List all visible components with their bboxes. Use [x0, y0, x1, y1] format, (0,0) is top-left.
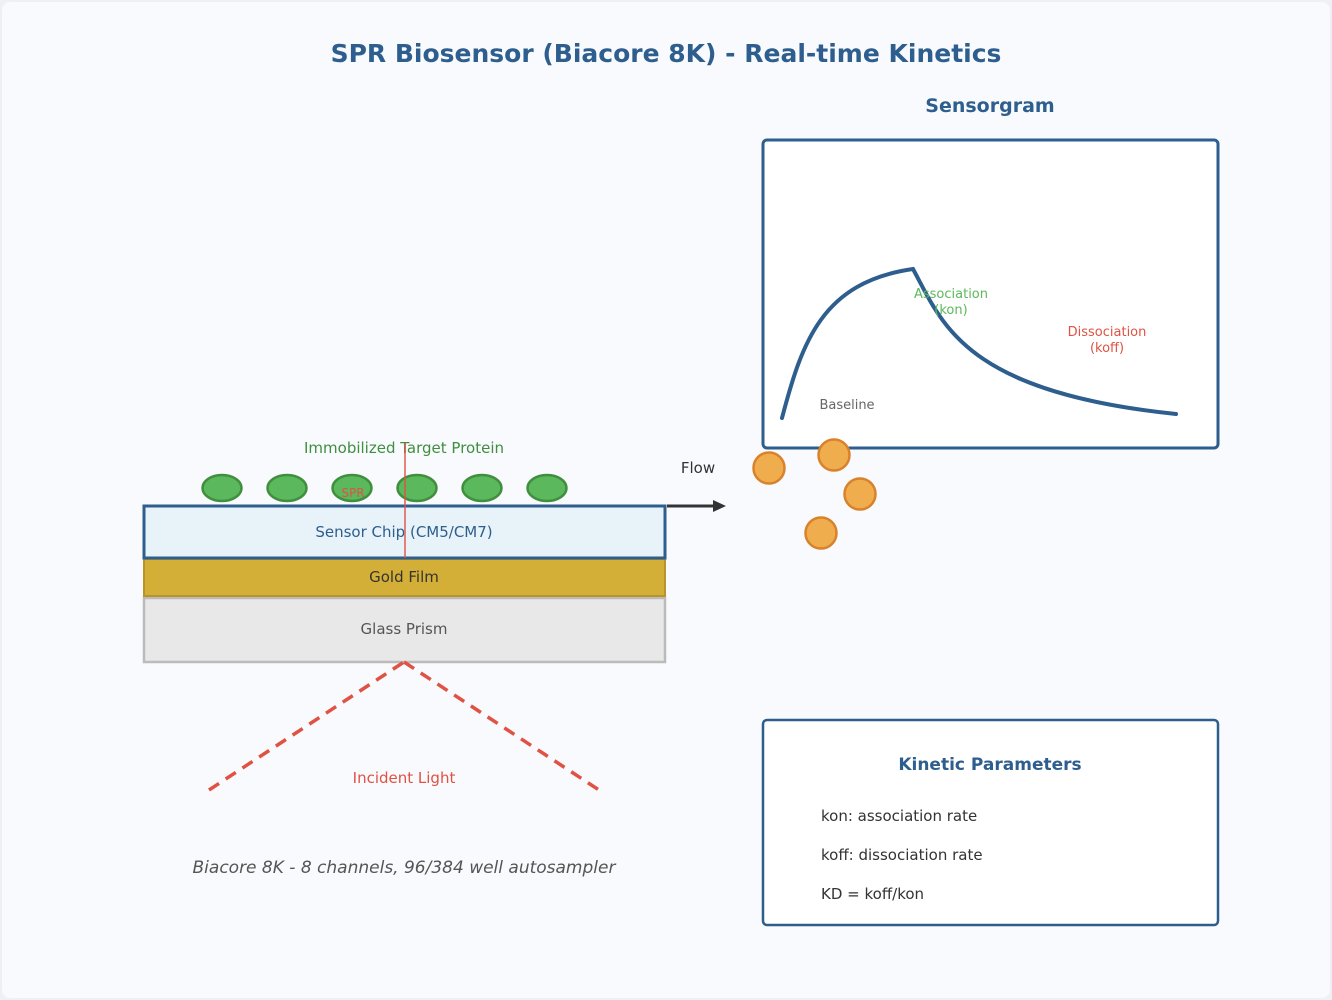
baseline-label: Baseline	[819, 398, 874, 413]
kinetic-parameter-item: KD = koff/kon	[821, 885, 924, 903]
page-title: SPR Biosensor (Biacore 8K) - Real-time K…	[331, 39, 1002, 68]
kinetic-parameters-heading: Kinetic Parameters	[898, 755, 1081, 775]
dissociation-label-line2: (koff)	[1090, 341, 1124, 356]
sensorgram-frame	[761, 138, 1220, 450]
analyte-molecule	[752, 451, 786, 485]
kinetic-parameter-item: koff: dissociation rate	[821, 846, 983, 864]
instrument-caption: Biacore 8K - 8 channels, 96/384 well aut…	[193, 858, 617, 878]
sensorgram-heading: Sensorgram	[925, 95, 1054, 117]
flow-label: Flow	[681, 459, 715, 477]
kinetic-parameters-box	[761, 718, 1220, 927]
sensorgram-curve	[780, 266, 1178, 420]
analyte-molecule	[817, 438, 851, 472]
target-protein	[201, 473, 243, 503]
glass-prism-label: Glass Prism	[361, 620, 448, 638]
target-protein	[396, 473, 438, 503]
gold-film-label: Gold Film	[369, 568, 439, 586]
immobilized-proteins	[201, 473, 568, 503]
target-protein	[526, 473, 568, 503]
analyte-molecule	[804, 516, 838, 550]
analyte-molecules	[752, 438, 877, 550]
analyte-molecule	[843, 477, 877, 511]
spr-label: SPR	[341, 486, 364, 500]
association-label-line1: Association	[914, 287, 988, 302]
dissociation-label-line1: Dissociation	[1068, 325, 1147, 340]
flow-arrow-head	[713, 500, 726, 512]
kinetic-parameter-item: kon: association rate	[821, 807, 977, 825]
incident-light-label: Incident Light	[353, 769, 456, 787]
target-protein	[266, 473, 308, 503]
association-label-line2: (kon)	[934, 303, 967, 318]
target-protein	[331, 473, 373, 503]
target-protein	[461, 473, 503, 503]
glass-prism	[142, 596, 667, 664]
